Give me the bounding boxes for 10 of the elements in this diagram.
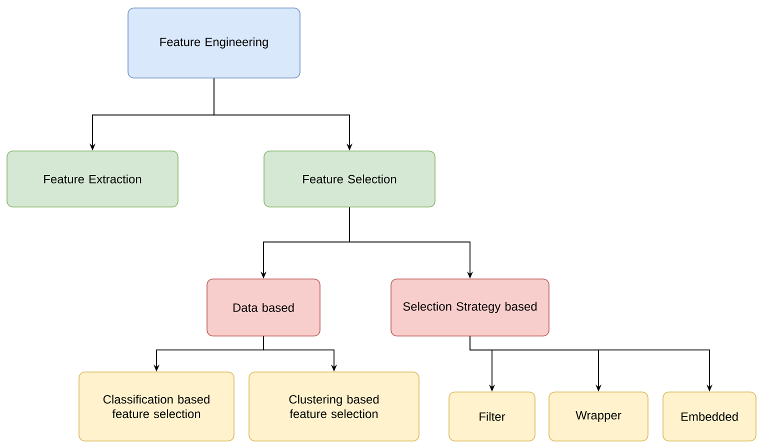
- process-box: Data based: [206, 278, 320, 336]
- process-box: Wrapper: [548, 392, 648, 442]
- process-box: Feature Extraction: [6, 150, 178, 208]
- process-box: Feature Engineering: [128, 8, 300, 78]
- process-box: Filter: [448, 392, 536, 442]
- process-box: Selection Strategy based: [390, 278, 550, 336]
- process-box: Feature Selection: [264, 150, 436, 208]
- process-box: Embedded: [662, 392, 756, 442]
- process-box: Clustering based feature selection: [248, 372, 420, 442]
- process-box: Classification based feature selection: [78, 372, 234, 442]
